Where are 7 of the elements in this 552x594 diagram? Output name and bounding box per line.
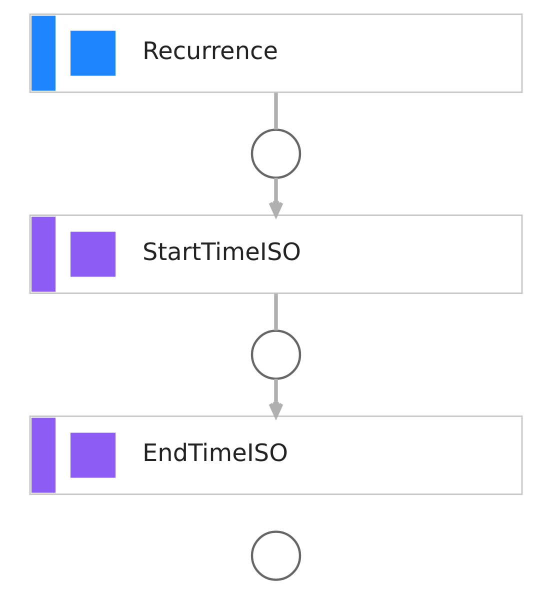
node-circle bbox=[250, 128, 302, 179]
connector bbox=[274, 92, 278, 130]
arrow bbox=[268, 178, 284, 217]
arrow bbox=[268, 378, 284, 418]
connector bbox=[274, 294, 278, 330]
node-circle bbox=[250, 330, 302, 380]
node-circle bbox=[250, 530, 302, 581]
